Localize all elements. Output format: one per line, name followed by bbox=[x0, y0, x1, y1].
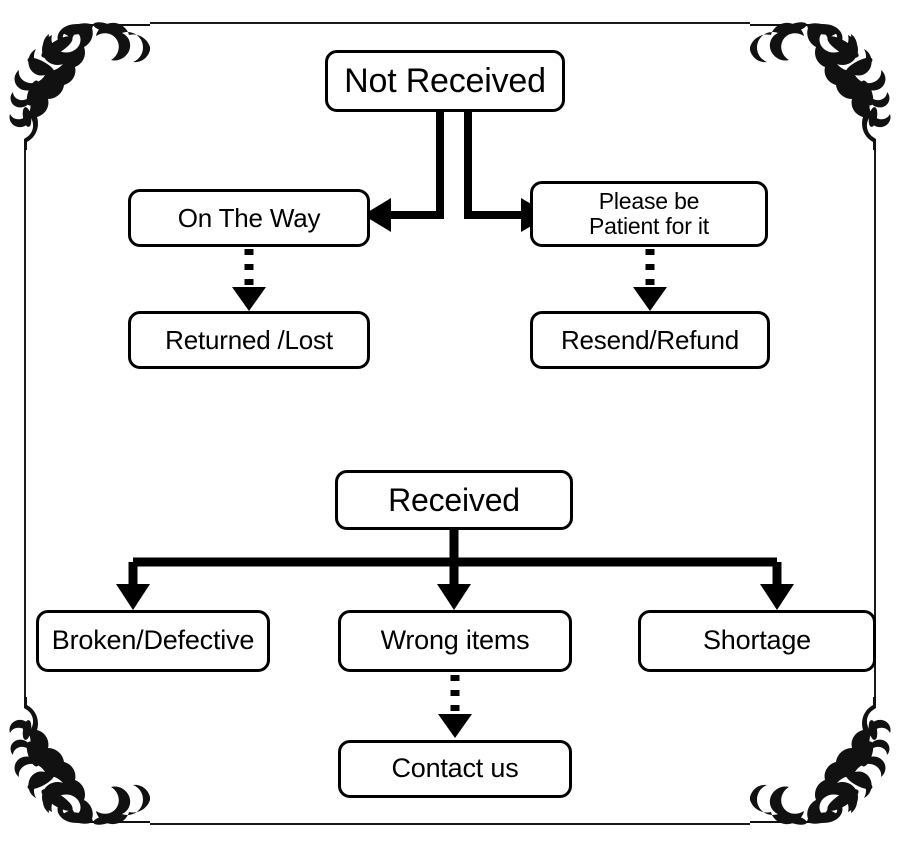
node-not-received[interactable]: Not Received bbox=[325, 50, 565, 112]
node-please-be-patient[interactable]: Please be Patient for it bbox=[530, 181, 768, 247]
edge-not-received-to-on-the-way bbox=[355, 110, 465, 232]
ornament-corner-bottom-right bbox=[740, 687, 900, 847]
edge-wrong-items-to-contact-us bbox=[434, 672, 476, 740]
frame-line-right bbox=[874, 150, 876, 698]
edge-received-to-bottom-row bbox=[116, 528, 794, 614]
ornament-corner-top-left bbox=[0, 0, 160, 160]
edge-on-the-way-to-returned-lost bbox=[228, 247, 270, 313]
ornament-corner-bottom-left bbox=[0, 687, 160, 847]
frame-line-bottom bbox=[150, 823, 750, 825]
frame-line-left bbox=[24, 150, 26, 698]
node-resend-refund[interactable]: Resend/Refund bbox=[530, 311, 770, 369]
edge-please-be-patient-to-resend-refund bbox=[629, 247, 671, 313]
node-wrong-items[interactable]: Wrong items bbox=[338, 610, 572, 672]
ornament-corner-top-right bbox=[740, 0, 900, 160]
node-broken-defective[interactable]: Broken/Defective bbox=[36, 610, 270, 672]
node-contact-us[interactable]: Contact us bbox=[338, 740, 572, 798]
node-on-the-way[interactable]: On The Way bbox=[128, 189, 370, 247]
frame-line-top bbox=[150, 22, 750, 24]
node-received[interactable]: Received bbox=[335, 470, 573, 530]
node-shortage[interactable]: Shortage bbox=[638, 610, 876, 672]
node-returned-lost[interactable]: Returned /Lost bbox=[128, 311, 370, 369]
